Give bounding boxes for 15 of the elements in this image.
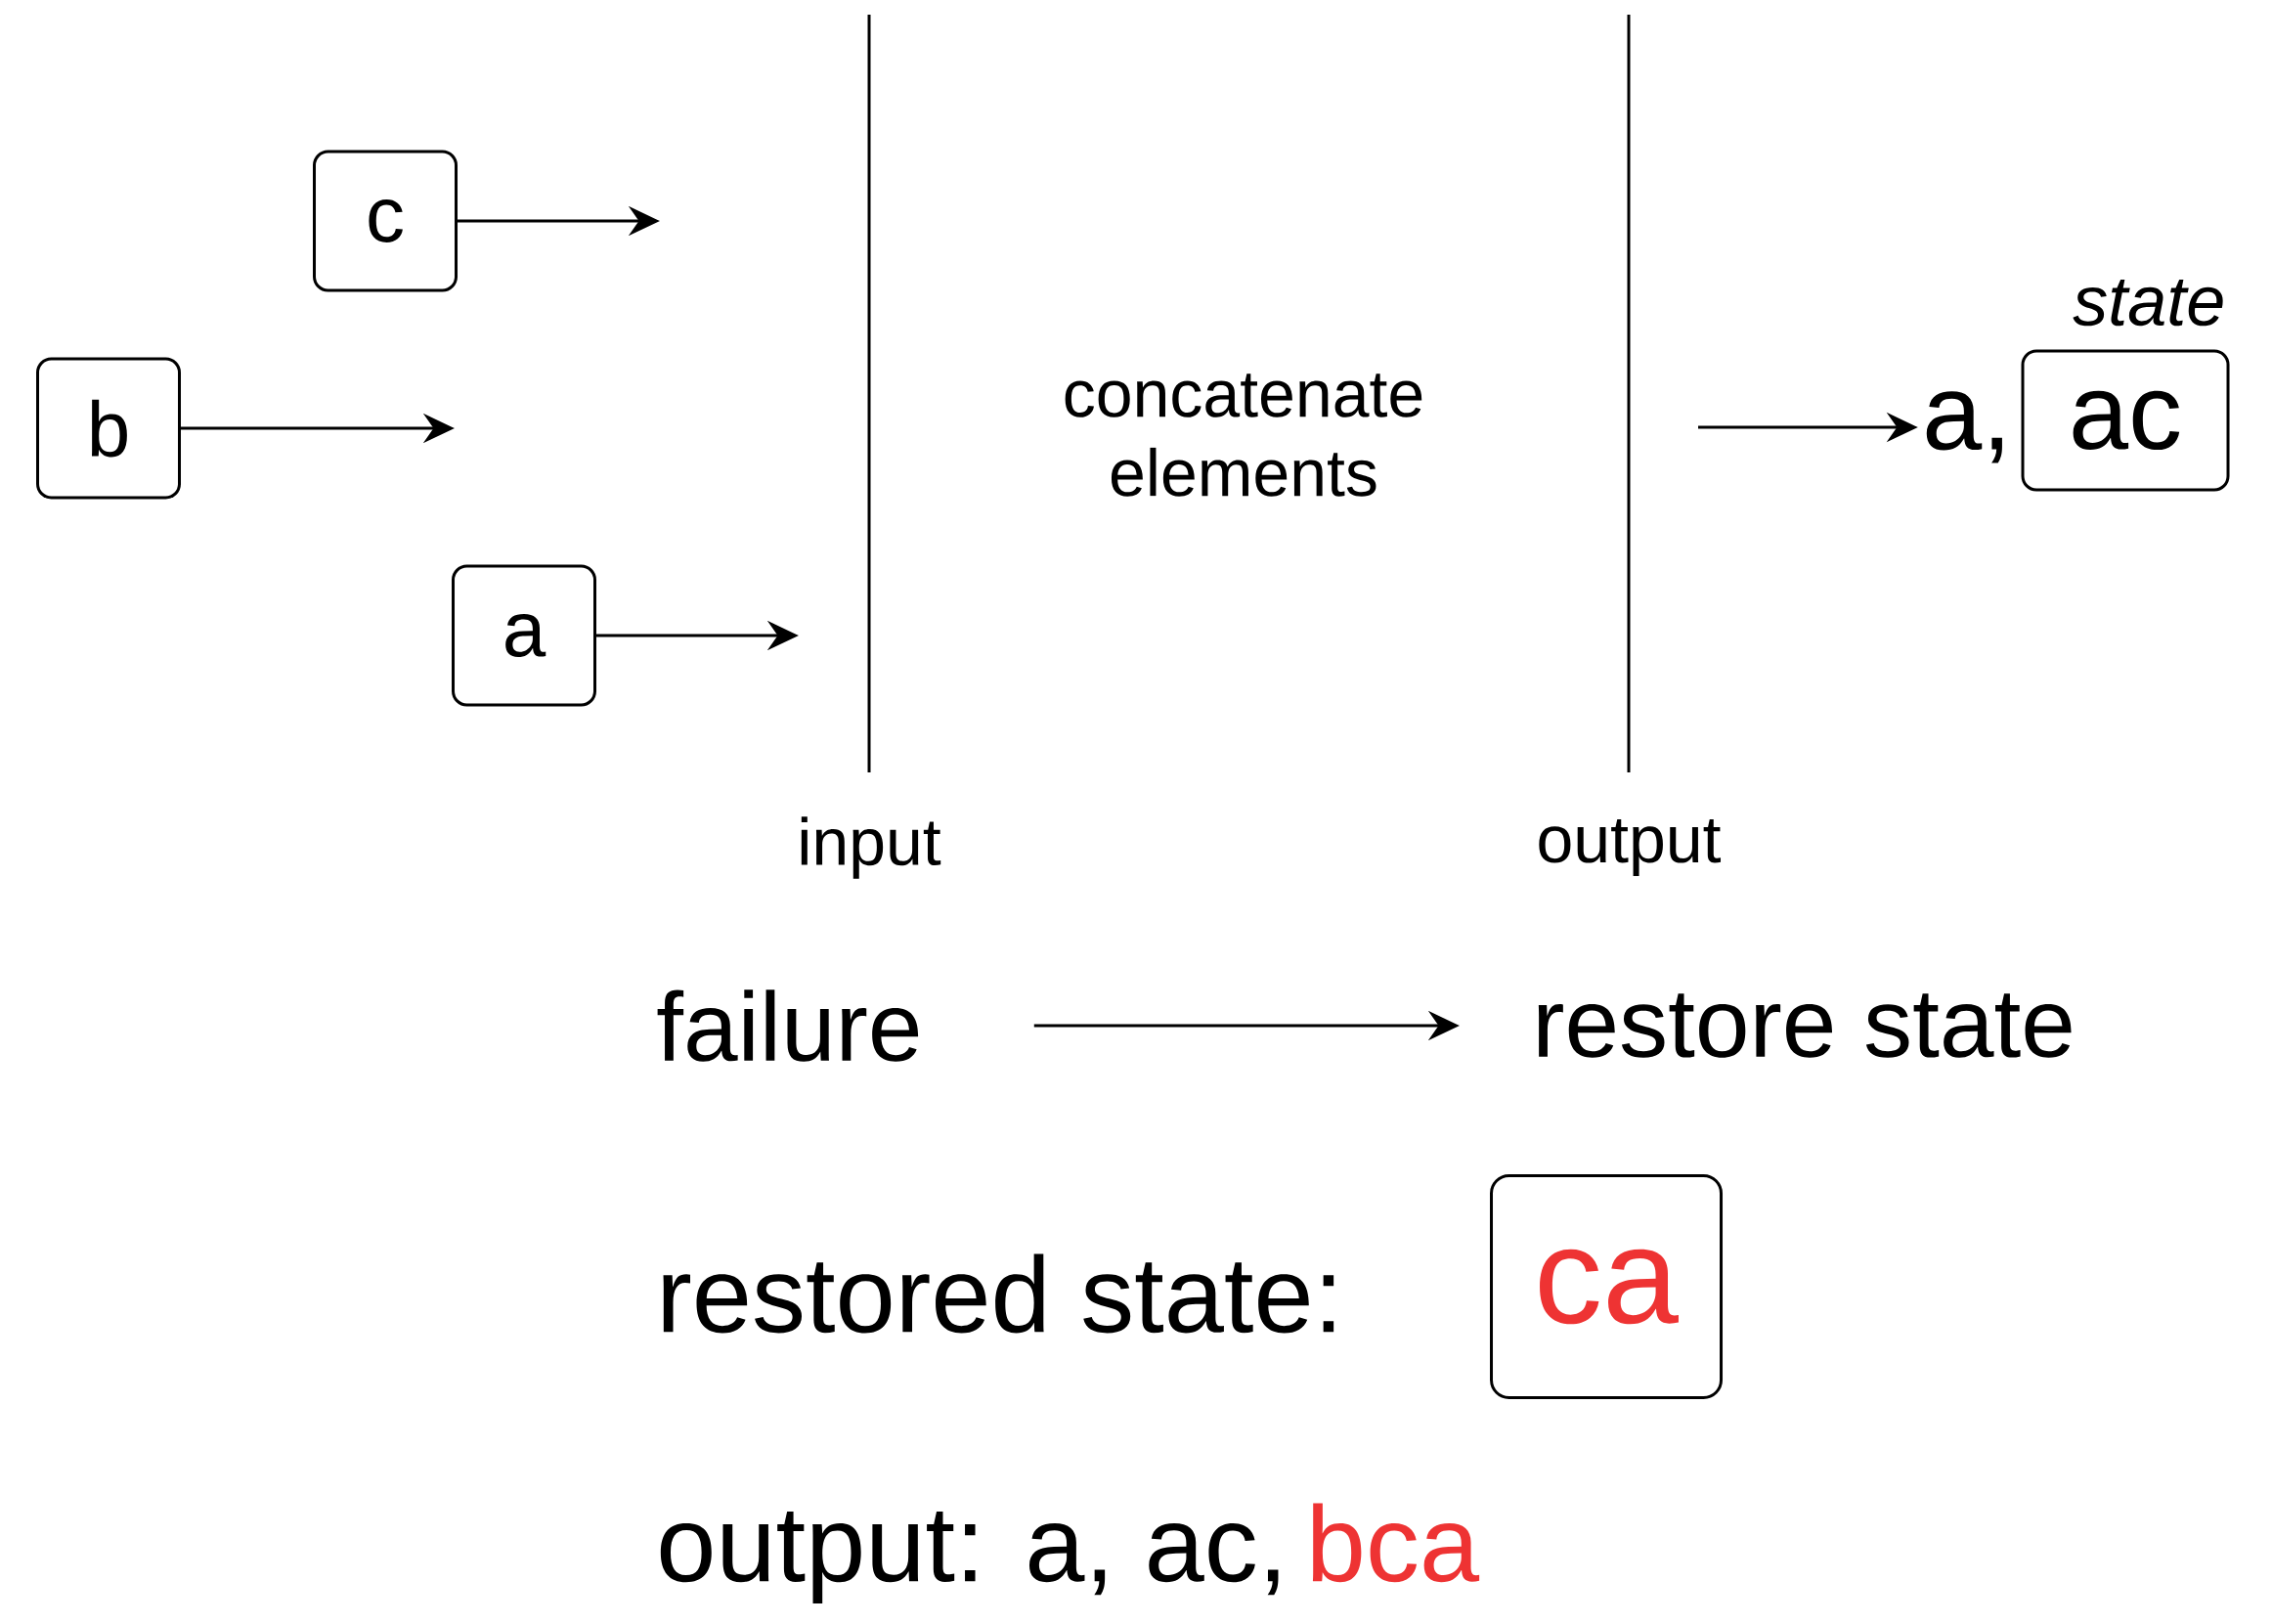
state-caption: state [2073, 280, 2223, 327]
result-text: restored state: [663, 1253, 1334, 1334]
boundary-label: output [1539, 818, 1721, 877]
letter-box: ac [2021, 349, 2230, 492]
letter-box: b [36, 357, 181, 500]
letter-box: c [313, 150, 458, 292]
operation-text: concatenate elements [1065, 373, 1422, 497]
step-text: failure [657, 989, 919, 1062]
step-text: restore state [1538, 993, 2072, 1058]
letter-box: a [452, 564, 596, 707]
boundary-label: input [801, 816, 941, 879]
letter-box: ca [1490, 1174, 1723, 1399]
state-text: a, [1926, 391, 2002, 463]
output-text: bca [1312, 1503, 1480, 1583]
output-text: output: a, ac, [660, 1512, 1279, 1603]
